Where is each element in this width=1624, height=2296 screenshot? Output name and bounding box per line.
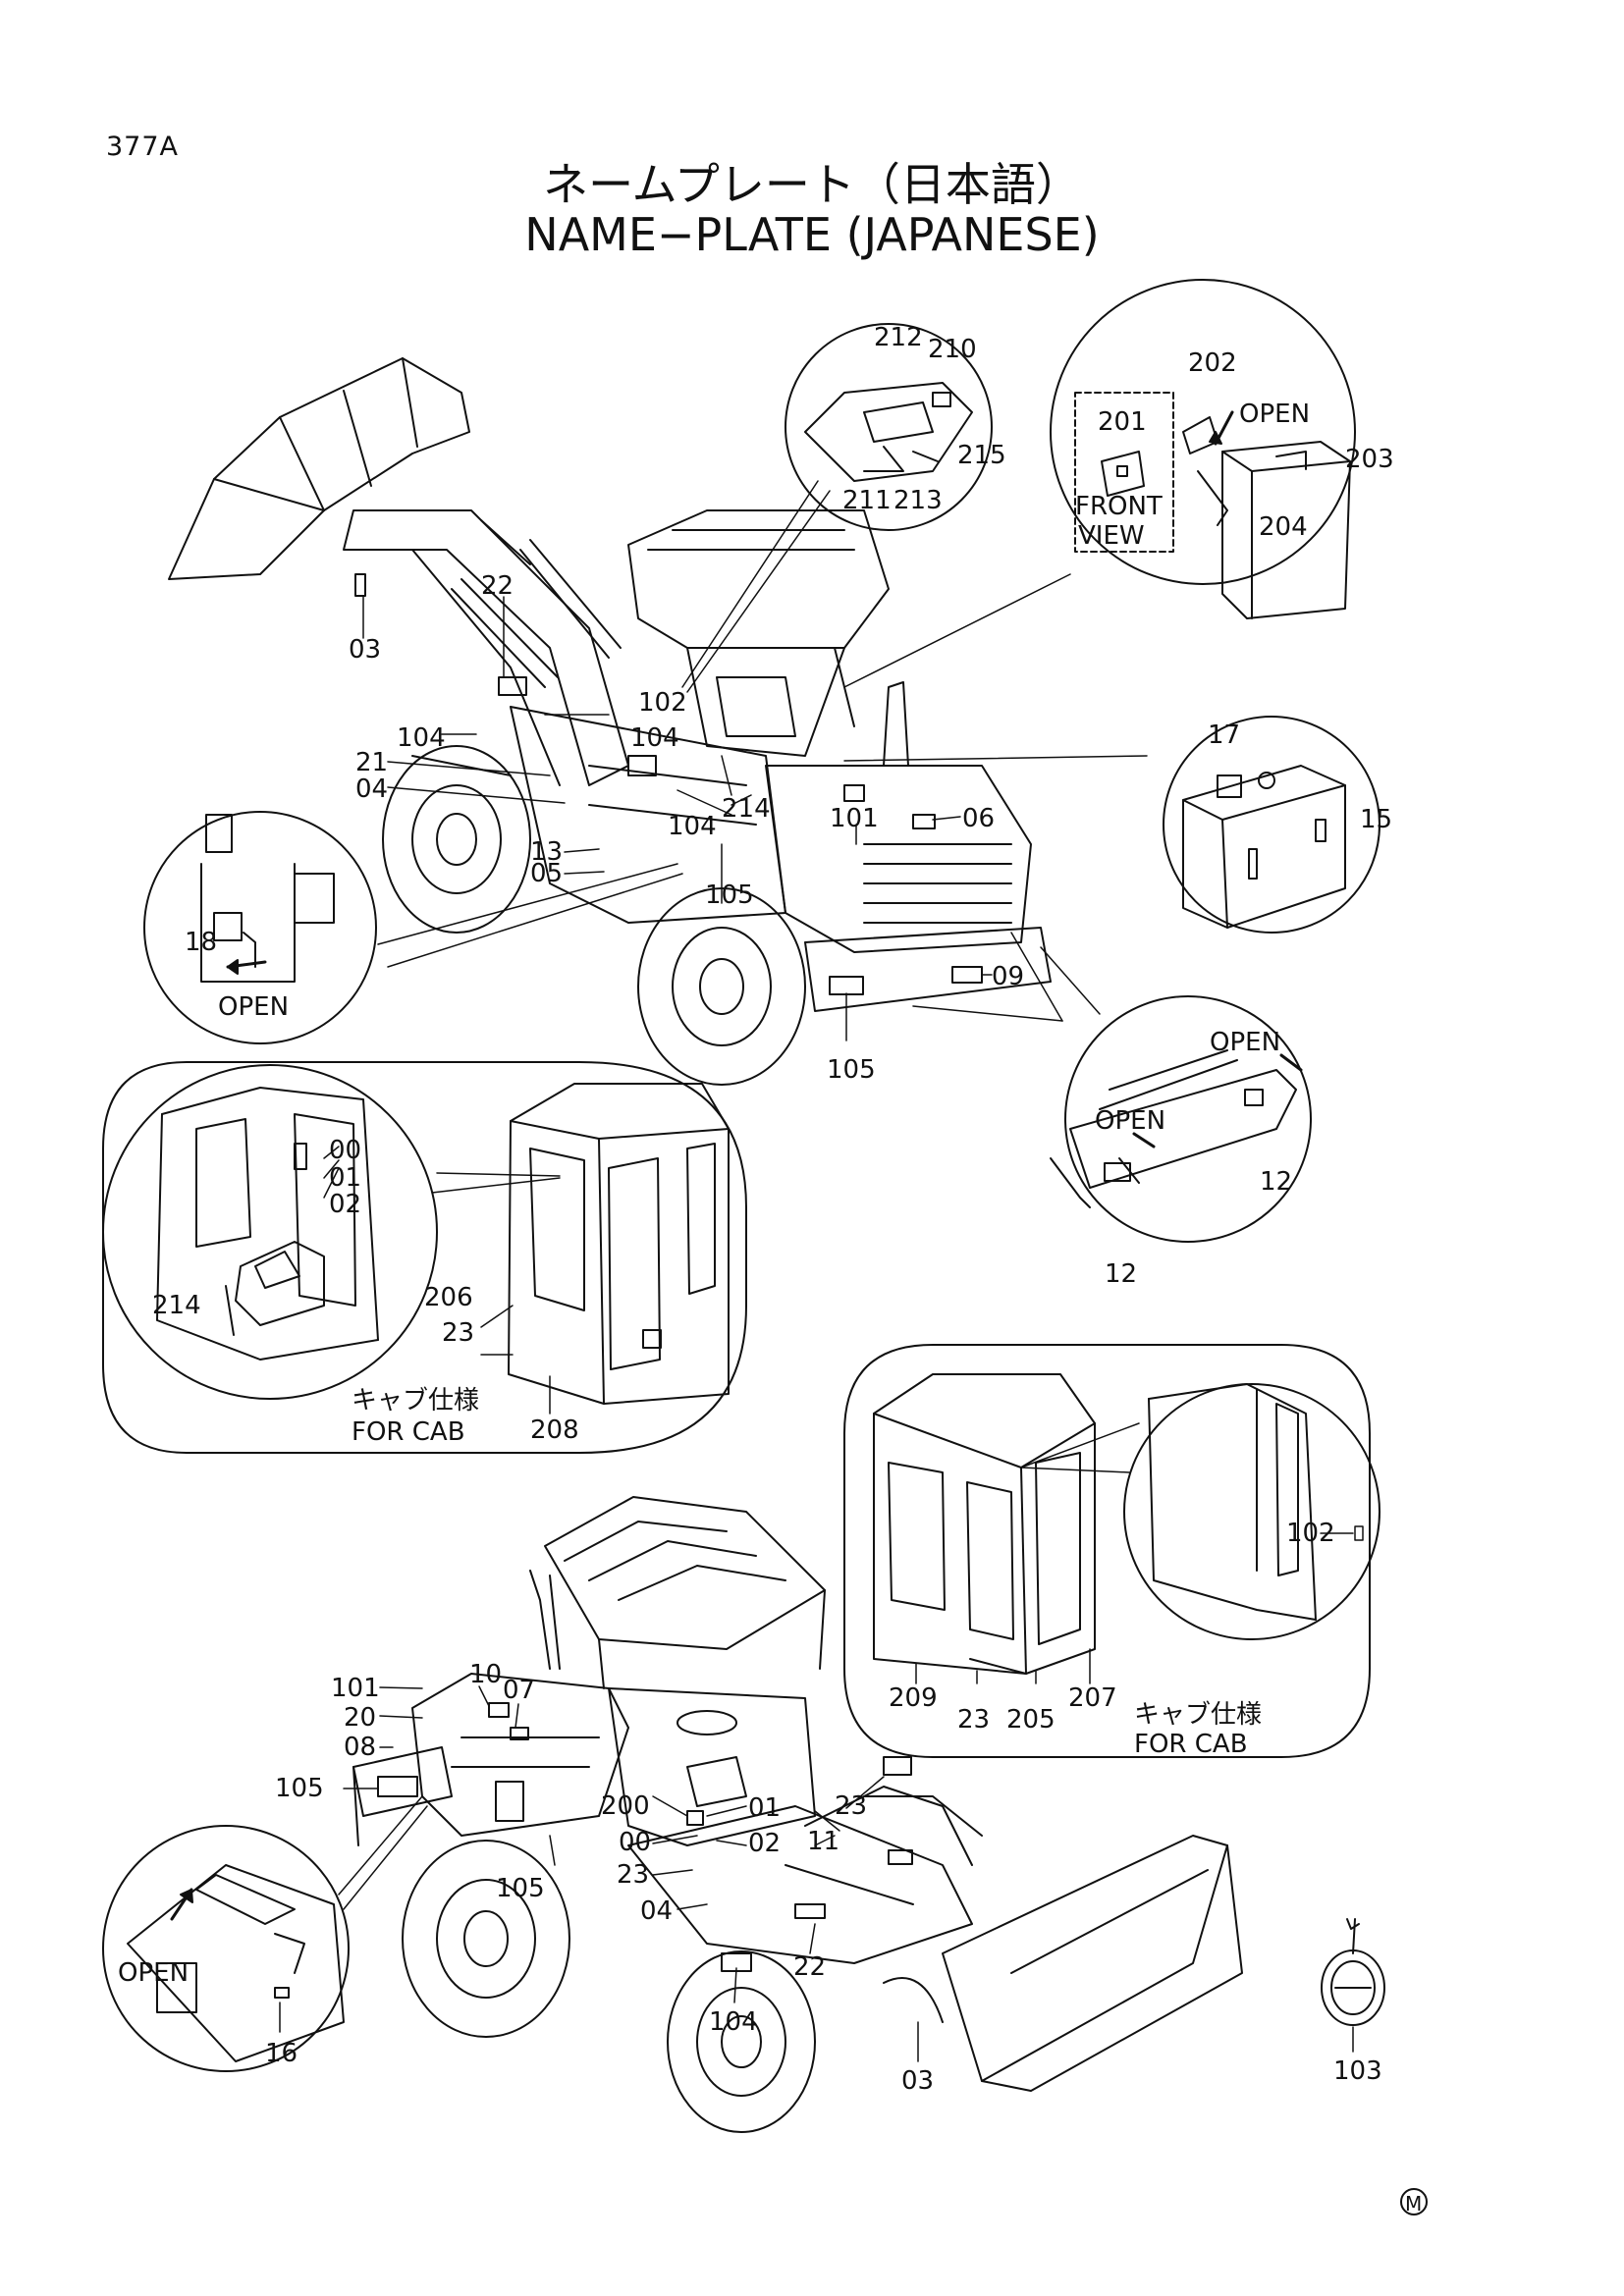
callout-top-04: 04	[355, 774, 388, 804]
callout-grille-open-a: OPEN	[1210, 1028, 1280, 1057]
callout-bot-00: 00	[619, 1828, 651, 1857]
callout-console-213: 213	[893, 486, 943, 515]
callout-tank-17: 17	[1208, 721, 1240, 750]
callout-cab-23: 23	[442, 1318, 474, 1348]
cab-panel	[102, 1061, 747, 1454]
callout-battery-202: 202	[1188, 348, 1237, 378]
callout-battery-front: FRONT	[1075, 492, 1163, 521]
callout-bot-03: 03	[901, 2066, 934, 2096]
callout-seat-18: 18	[185, 928, 217, 957]
callout-top-03: 03	[349, 635, 381, 665]
callout-top-101: 101	[830, 804, 879, 833]
cab-note-jp: キャブ仕様	[352, 1386, 479, 1415]
callout-hood-16: 16	[265, 2039, 298, 2068]
callout-hood-open: OPEN	[118, 1958, 189, 1988]
callout-bot-10: 10	[469, 1660, 502, 1689]
callout-battery-open: OPEN	[1239, 400, 1310, 429]
callout-grille-12-b: 12	[1105, 1259, 1137, 1289]
callout-cab-206: 206	[424, 1283, 473, 1312]
callout-rear-205: 205	[1006, 1705, 1056, 1735]
callout-labels: 22 03 102 104 104 21 04 104 214 101 06 1…	[118, 323, 1422, 2216]
callout-top-214: 214	[722, 794, 771, 824]
callout-bot-04: 04	[640, 1896, 673, 1926]
callout-console-215: 215	[957, 441, 1006, 470]
callout-bot-08: 08	[344, 1733, 376, 1762]
m-mark-letter: M	[1405, 2192, 1422, 2216]
callout-bot-11: 11	[807, 1827, 839, 1856]
callout-bot-104: 104	[709, 2007, 758, 2037]
cab-note-en: FOR CAB	[352, 1417, 465, 1447]
title-english: NAME−PLATE (JAPANESE)	[524, 208, 1100, 261]
detail-hood	[102, 1795, 428, 2072]
cab-rear-note-jp: キャブ仕様	[1134, 1700, 1262, 1730]
callout-console-210: 210	[928, 335, 977, 364]
detail-battery	[1050, 279, 1356, 619]
callout-top-22: 22	[481, 571, 514, 601]
callout-top-104-a: 104	[397, 723, 446, 753]
callout-console-212: 212	[874, 323, 923, 352]
callout-cab-00: 00	[329, 1136, 361, 1165]
callout-cab-02: 02	[329, 1190, 361, 1219]
callout-bot-23-a: 23	[835, 1791, 867, 1821]
callout-bot-101: 101	[331, 1674, 380, 1703]
callout-battery-view: VIEW	[1078, 521, 1145, 551]
callout-top-105-b: 105	[827, 1055, 876, 1085]
callout-grille-12-a: 12	[1260, 1167, 1292, 1197]
callout-tank-15: 15	[1360, 805, 1392, 834]
callout-rear-23: 23	[957, 1705, 990, 1735]
detail-tank	[1163, 716, 1380, 934]
callout-rear-102: 102	[1286, 1519, 1335, 1548]
callout-top-05: 05	[530, 859, 563, 888]
m-mark-circle	[1400, 2188, 1428, 2216]
detail-console	[785, 323, 993, 531]
callout-seat-open: OPEN	[218, 992, 289, 1022]
bottom-leader-lines	[343, 1685, 919, 2062]
callout-cab-214: 214	[152, 1291, 201, 1320]
callout-top-104-c: 104	[668, 812, 717, 841]
callout-battery-203: 203	[1345, 445, 1394, 474]
callout-bot-22: 22	[793, 1952, 826, 1982]
callout-bot-02: 02	[748, 1829, 781, 1858]
callout-cab-208: 208	[530, 1415, 579, 1445]
cab-rear-note-en: FOR CAB	[1134, 1730, 1248, 1759]
detail-seat-area	[143, 811, 377, 1044]
callout-grille-open-b: OPEN	[1095, 1106, 1165, 1136]
callout-bot-200: 200	[601, 1791, 650, 1821]
callout-top-09: 09	[992, 962, 1024, 991]
callout-rear-207: 207	[1068, 1683, 1117, 1713]
tag-103	[1321, 1918, 1385, 2053]
callout-bot-105-b: 105	[496, 1874, 545, 1903]
callout-cab-01: 01	[329, 1163, 361, 1193]
bottom-wheel-loader	[352, 1496, 1243, 2133]
cab-rear-panel	[843, 1344, 1380, 1758]
callout-console-211: 211	[842, 486, 892, 515]
callout-top-06: 06	[962, 804, 995, 833]
callout-top-21: 21	[355, 748, 388, 777]
callout-tag-103: 103	[1333, 2056, 1382, 2086]
top-leader-lines	[362, 596, 993, 1041]
title-japanese: ネームプレート（日本語）	[543, 158, 1081, 211]
callout-top-102: 102	[638, 688, 687, 718]
callout-top-105-a: 105	[705, 881, 754, 910]
detail-grille	[1050, 995, 1312, 1243]
top-wheel-loader	[168, 357, 1052, 1086]
callout-bot-01: 01	[748, 1793, 781, 1823]
callout-rear-209: 209	[889, 1683, 938, 1713]
callout-bot-105-a: 105	[275, 1774, 324, 1803]
callout-bot-23-b: 23	[617, 1860, 649, 1890]
page-code: 377A	[106, 132, 180, 162]
callout-bot-20: 20	[344, 1703, 376, 1733]
callout-top-13: 13	[530, 837, 563, 867]
callout-bot-07: 07	[503, 1676, 535, 1705]
callout-top-104-b: 104	[630, 723, 679, 753]
callout-battery-201: 201	[1098, 407, 1147, 437]
callout-battery-204: 204	[1259, 512, 1308, 542]
detail-connectors	[377, 480, 1148, 1022]
